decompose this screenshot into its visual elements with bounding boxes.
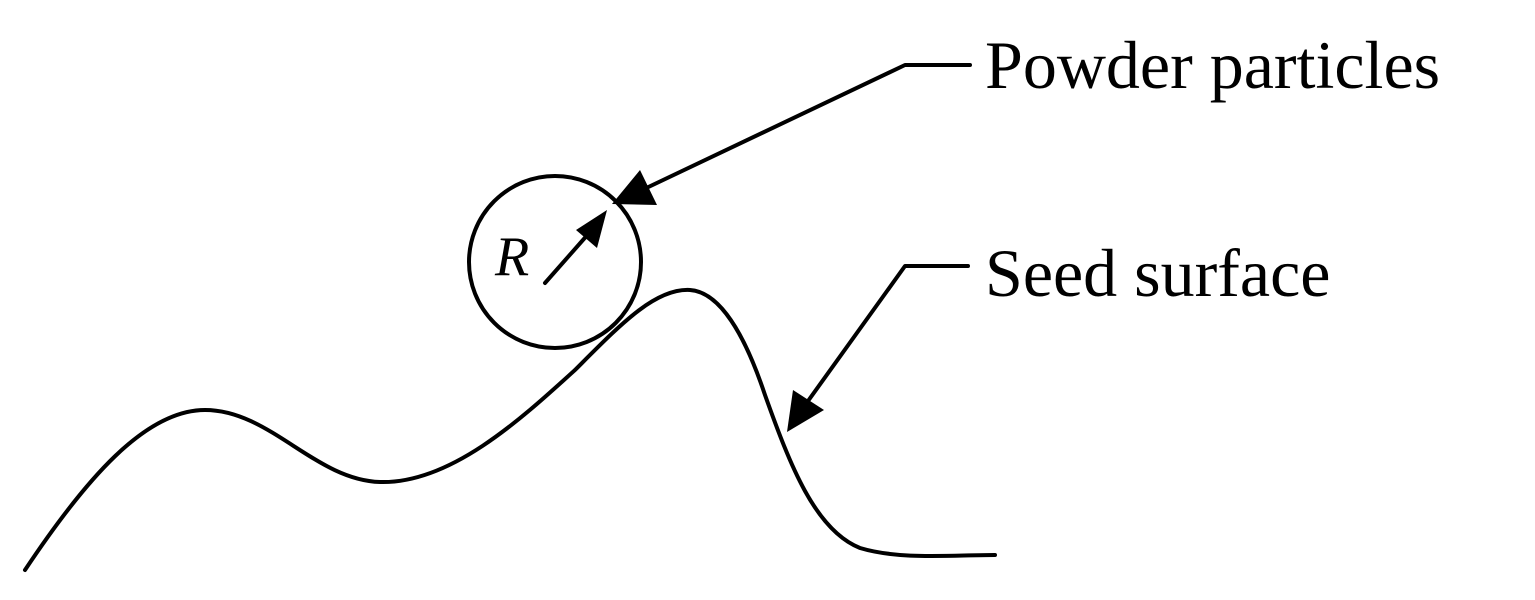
radius-arrow-head <box>576 210 607 248</box>
powder-particles-arrow-head <box>612 170 657 205</box>
powder-particles-leader-line <box>638 63 972 193</box>
powder-particle-circle <box>467 174 643 350</box>
seed-surface-arrow-head <box>787 390 824 432</box>
seed-surface-curve <box>23 287 997 572</box>
radius-arrow-shaft <box>543 230 592 285</box>
powder-particles-label: Powder particles <box>985 27 1440 103</box>
seed-surface-leader-line <box>801 264 970 410</box>
radius-label: R <box>494 226 529 288</box>
seed-surface-label: Seed surface <box>985 235 1330 311</box>
